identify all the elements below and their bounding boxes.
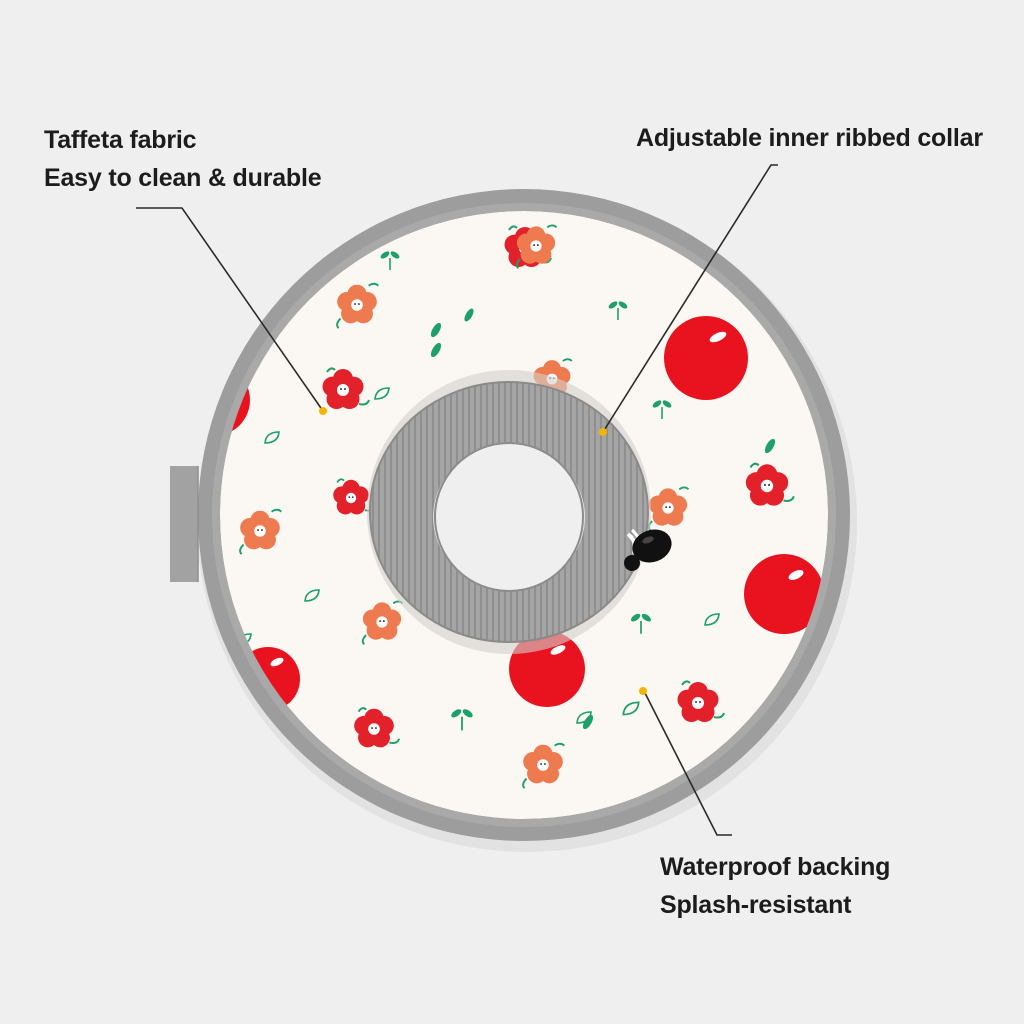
cord-toggle-stopper	[624, 528, 672, 571]
collar-opening	[435, 443, 583, 591]
collar-leader-line	[602, 164, 778, 433]
backing-callout-label: Waterproof backing Splash-resistant	[660, 848, 890, 924]
fabric-leader-line	[136, 207, 324, 412]
ribbed-collar	[367, 370, 651, 654]
collar-callout-line1: Adjustable inner ribbed collar	[636, 124, 983, 152]
backing-leader-line	[644, 692, 732, 836]
backing-marker-dot	[639, 687, 647, 695]
fabric-callout-line1: Taffeta fabric	[44, 126, 197, 154]
collar-callout-label: Adjustable inner ribbed collar	[636, 119, 983, 157]
collar-marker-dot	[599, 428, 607, 436]
backing-callout-line1: Waterproof backing	[660, 853, 891, 881]
fabric-callout-line2: Easy to clean & durable	[44, 164, 322, 192]
fabric-marker-dot	[319, 407, 327, 415]
fabric-callout-label: Taffeta fabric Easy to clean & durable	[44, 121, 322, 197]
callout-leaders	[136, 164, 778, 836]
backing-callout-line2: Splash-resistant	[660, 891, 852, 919]
fold-tab	[170, 466, 198, 582]
